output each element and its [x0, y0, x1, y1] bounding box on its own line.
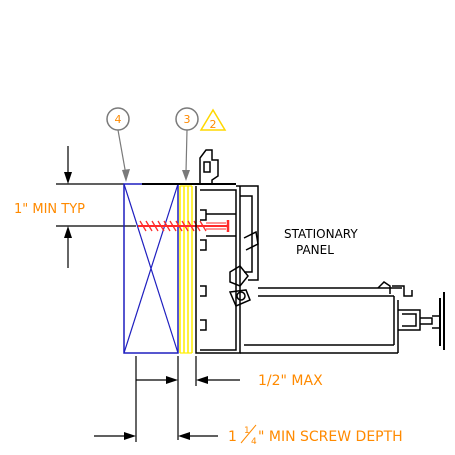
stationary-panel-label: STATIONARY PANEL: [284, 227, 358, 257]
revision-number: 2: [210, 118, 217, 131]
frame-extrusion: [142, 149, 259, 354]
wood-blocking: [123, 183, 179, 354]
screw-depth-suffix: " MIN SCREW DEPTH: [258, 429, 403, 445]
screw: [138, 220, 230, 232]
half-inch-max-dimension: 1/2" MAX: [135, 356, 323, 440]
callout-3: 3: [175, 107, 199, 181]
min-typ-dimension: 1" MIN TYP: [14, 146, 136, 268]
min-typ-label: 1" MIN TYP: [14, 202, 85, 217]
stationary-label: STATIONARY: [284, 227, 358, 241]
callout-3-number: 3: [184, 113, 191, 126]
callout-4-number: 4: [115, 113, 122, 126]
screw-depth-prefix: 1: [228, 429, 237, 445]
panel-label: PANEL: [296, 243, 334, 257]
revision-triangle: 2: [199, 108, 227, 131]
shim-stack: [179, 185, 193, 354]
half-max-label: 1/2" MAX: [258, 373, 323, 389]
screw-depth-frac-den: 4: [251, 437, 257, 447]
callout-4: 4: [106, 107, 130, 182]
screw-depth-dimension: 1 1 4 " MIN SCREW DEPTH: [94, 410, 403, 447]
stationary-panel: [240, 281, 445, 354]
screw-depth-frac-num: 1: [244, 426, 250, 436]
